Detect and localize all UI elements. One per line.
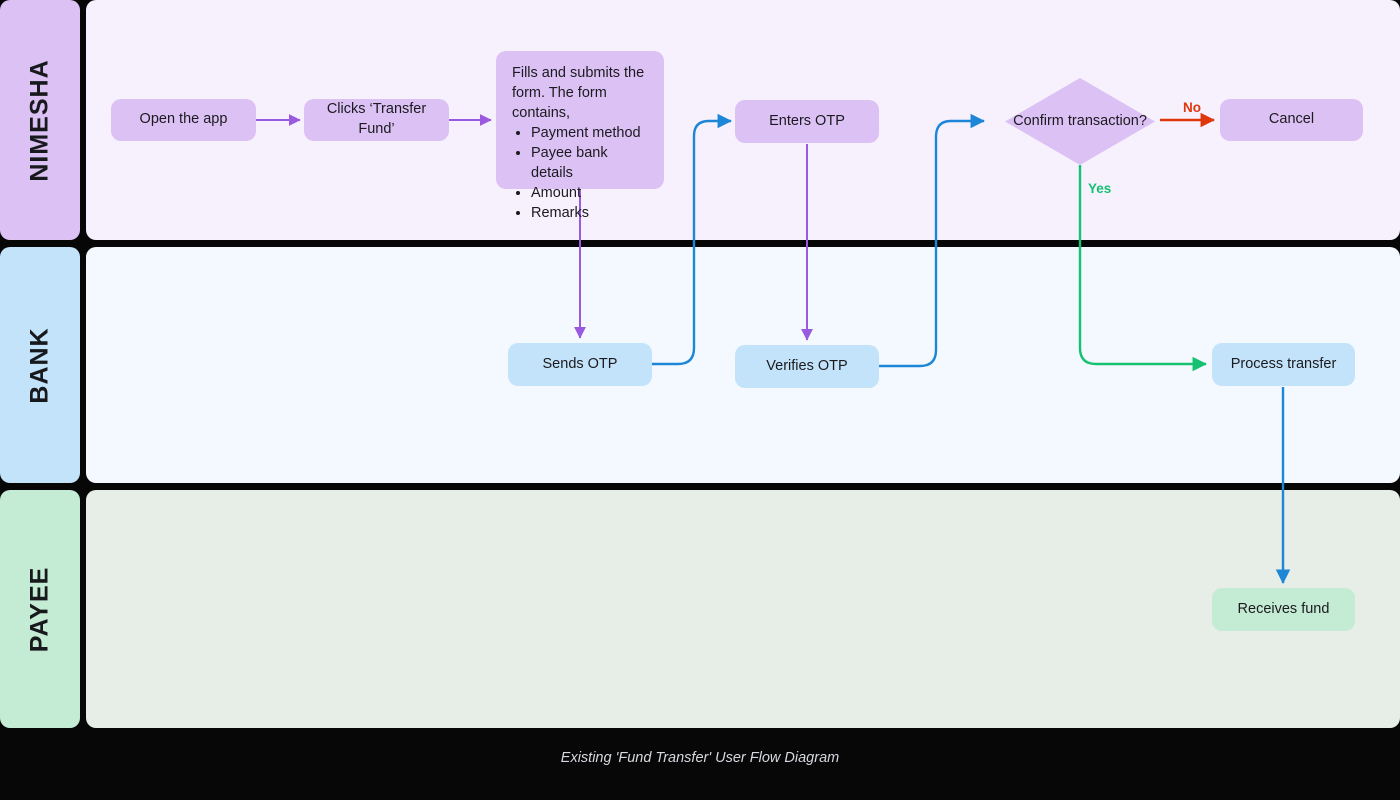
node-process-transfer[interactable]: Process transfer: [1212, 343, 1355, 386]
edge-label-yes: Yes: [1088, 181, 1112, 196]
diamond-shape: [1005, 78, 1155, 165]
form-field-item: Remarks: [531, 203, 650, 223]
lane-label-nimesha: NIMESHA: [0, 0, 80, 240]
lane-label-text-payee: PAYEE: [25, 566, 54, 652]
edge-label-no: No: [1183, 100, 1201, 115]
form-field-list: Payment method Payee bank details Amount…: [512, 123, 650, 223]
node-fills-and-submits-form[interactable]: Fills and submits the form. The form con…: [496, 51, 664, 221]
node-receives-fund[interactable]: Receives fund: [1212, 588, 1355, 631]
node-open-the-app[interactable]: Open the app: [111, 99, 256, 141]
node-sends-otp[interactable]: Sends OTP: [508, 343, 652, 386]
lane-label-bank: BANK: [0, 247, 80, 483]
form-field-item: Payee bank details: [531, 143, 650, 183]
node-cancel[interactable]: Cancel: [1220, 99, 1363, 141]
lane-body-payee: [86, 490, 1400, 728]
node-verifies-otp[interactable]: Verifies OTP: [735, 345, 879, 388]
lane-label-payee: PAYEE: [0, 490, 80, 728]
diagram-caption: Existing 'Fund Transfer' User Flow Diagr…: [560, 750, 840, 766]
form-field-item: Payment method: [531, 123, 650, 143]
node-clicks-transfer-fund[interactable]: Clicks ‘Transfer Fund’: [304, 99, 449, 141]
lane-label-text-bank: BANK: [25, 326, 54, 404]
node-enters-otp[interactable]: Enters OTP: [735, 100, 879, 143]
lane-label-text-nimesha: NIMESHA: [25, 58, 54, 182]
form-field-item: Amount: [531, 183, 650, 203]
node-confirm-transaction[interactable]: Confirm transaction?: [1005, 78, 1155, 165]
form-intro-text: Fills and submits the form. The form con…: [512, 65, 645, 121]
